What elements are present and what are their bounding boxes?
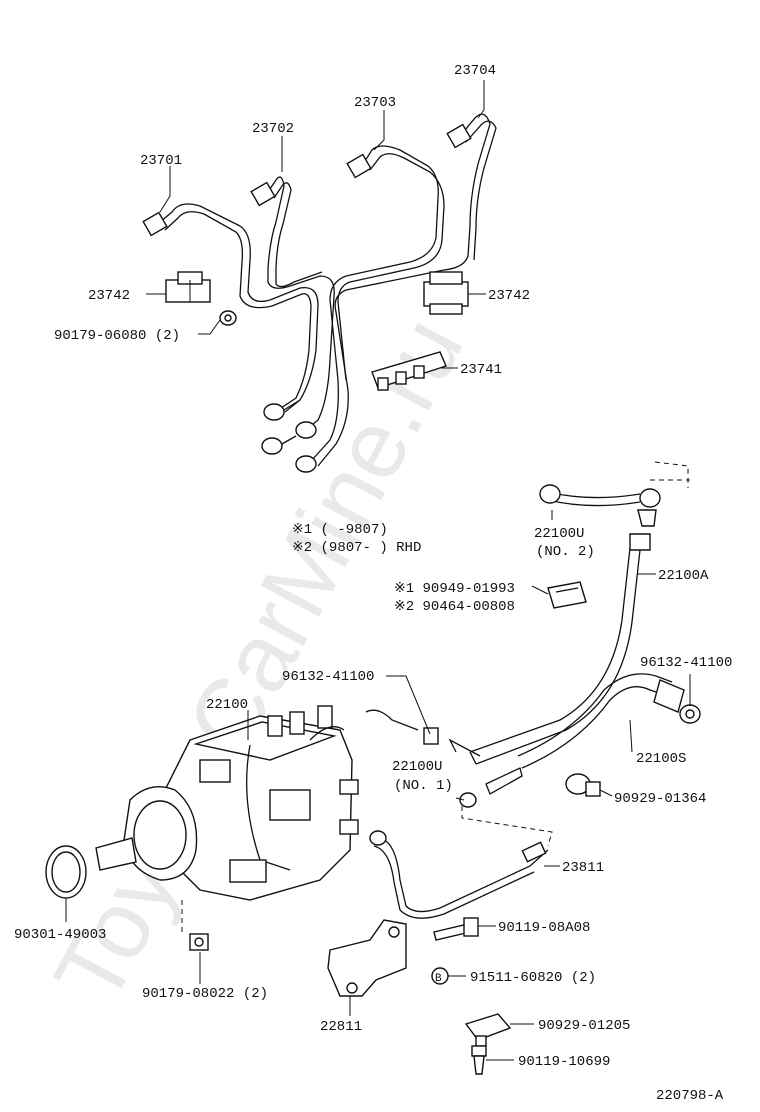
dash-guide-1 (461, 806, 553, 847)
label-22100[interactable]: 22100 (206, 697, 248, 713)
bolt-icon (433, 917, 479, 941)
label-23701[interactable]: 23701 (140, 153, 182, 169)
fuel-pipe-23811 (369, 830, 549, 919)
part-labels: 23701 23702 23703 23704 23742 23742 9017… (14, 63, 732, 1104)
label-23811[interactable]: 23811 (562, 860, 604, 876)
screw-icon (471, 1045, 487, 1075)
clamp-left-icon (165, 271, 211, 303)
clamp-90929-icon (565, 773, 601, 797)
watermark: ToyotaCarMine.ru (34, 301, 484, 1020)
label-no1: (NO. 1) (394, 778, 453, 794)
label-no2: (NO. 2) (536, 544, 595, 560)
label-90119-08a08[interactable]: 90119-08A08 (498, 920, 590, 936)
label-22100s[interactable]: 22100S (636, 751, 686, 767)
label-96132-right[interactable]: 96132-41100 (640, 655, 732, 671)
label-22100a[interactable]: 22100A (658, 568, 709, 584)
label-23702[interactable]: 23702 (252, 121, 294, 137)
fuel-hoses (448, 533, 685, 795)
svg-text:B: B (435, 973, 442, 985)
label-90119-10699[interactable]: 90119-10699 (518, 1054, 610, 1070)
nut-small-icon (219, 310, 237, 326)
label-91511[interactable]: 91511-60820 (2) (470, 970, 596, 986)
label-90301[interactable]: 90301-49003 (14, 927, 106, 943)
label-23704[interactable]: 23704 (454, 63, 496, 79)
label-90929-01205[interactable]: 90929-01205 (538, 1018, 630, 1034)
label-96132-left[interactable]: 96132-41100 (282, 669, 374, 685)
sensor-clamp-icon (464, 1013, 512, 1047)
note-line-2: ※2 (9807- ) RHD (292, 540, 421, 556)
label-90179-06080[interactable]: 90179-06080 (2) (54, 328, 180, 344)
bracket-22811 (327, 919, 407, 997)
diagram-code: 220798-A (656, 1088, 724, 1104)
clamp-96132-left-icon (365, 709, 439, 745)
label-90949[interactable]: ※1 90949-01993 (394, 581, 515, 597)
hose-clip-icon (547, 581, 587, 609)
clamp-plate-icon (371, 351, 447, 391)
nut-pump-icon (189, 933, 209, 951)
circle-b-icon: B (431, 967, 449, 985)
clamp-96132-right-icon (679, 704, 701, 724)
hose-clamp-upper (539, 461, 690, 527)
label-23742-left[interactable]: 23742 (88, 288, 130, 304)
label-22811[interactable]: 22811 (320, 1019, 362, 1035)
injection-pipes (142, 113, 497, 473)
label-23741[interactable]: 23741 (460, 362, 502, 378)
injection-pump (95, 705, 359, 901)
leader-lines (65, 80, 691, 1061)
label-23742-right[interactable]: 23742 (488, 288, 530, 304)
label-90464[interactable]: ※2 90464-00808 (394, 599, 515, 615)
label-22100u-no2[interactable]: 22100U (534, 526, 584, 542)
label-22100u-no1[interactable]: 22100U (392, 759, 442, 775)
o-ring-icon (45, 845, 87, 899)
hose-clamp-lower (459, 792, 477, 808)
clamp-right-icon (423, 271, 469, 315)
label-90179-08022[interactable]: 90179-08022 (2) (142, 986, 268, 1002)
note-line-1: ※1 ( -9807) (292, 522, 388, 538)
label-90929-01364[interactable]: 90929-01364 (614, 791, 706, 807)
label-23703[interactable]: 23703 (354, 95, 396, 111)
